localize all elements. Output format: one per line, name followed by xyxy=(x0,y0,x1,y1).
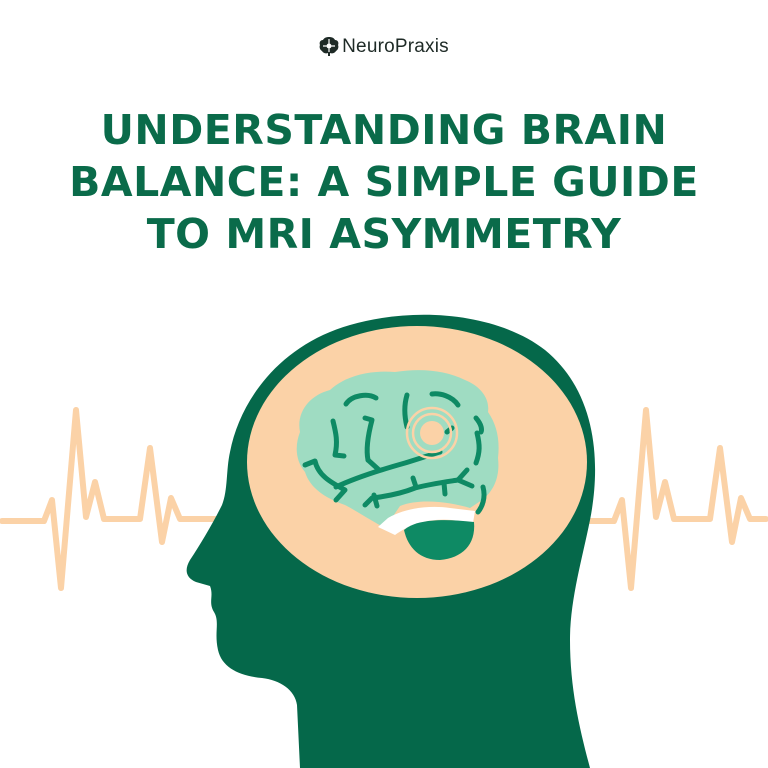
title-line-3: TO MRI ASYMMETRY xyxy=(146,210,622,258)
brain-icon xyxy=(319,37,339,56)
brain-folds xyxy=(302,391,487,515)
brain xyxy=(296,370,499,528)
brain-underside xyxy=(378,506,475,535)
highlight-target-icon xyxy=(405,406,459,460)
title-line-2: BALANCE: A SIMPLE GUIDE xyxy=(69,158,699,206)
title-line-1: UNDERSTANDING BRAIN xyxy=(100,106,668,154)
heartbeat-line-left xyxy=(0,407,233,591)
cerebellum xyxy=(404,520,475,560)
brand-name: NeuroPraxis xyxy=(342,36,449,57)
heartbeat-line-right xyxy=(572,407,768,591)
page-title: UNDERSTANDING BRAIN BALANCE: A SIMPLE GU… xyxy=(0,104,768,260)
brand-logo: NeuroPraxis xyxy=(0,36,768,58)
